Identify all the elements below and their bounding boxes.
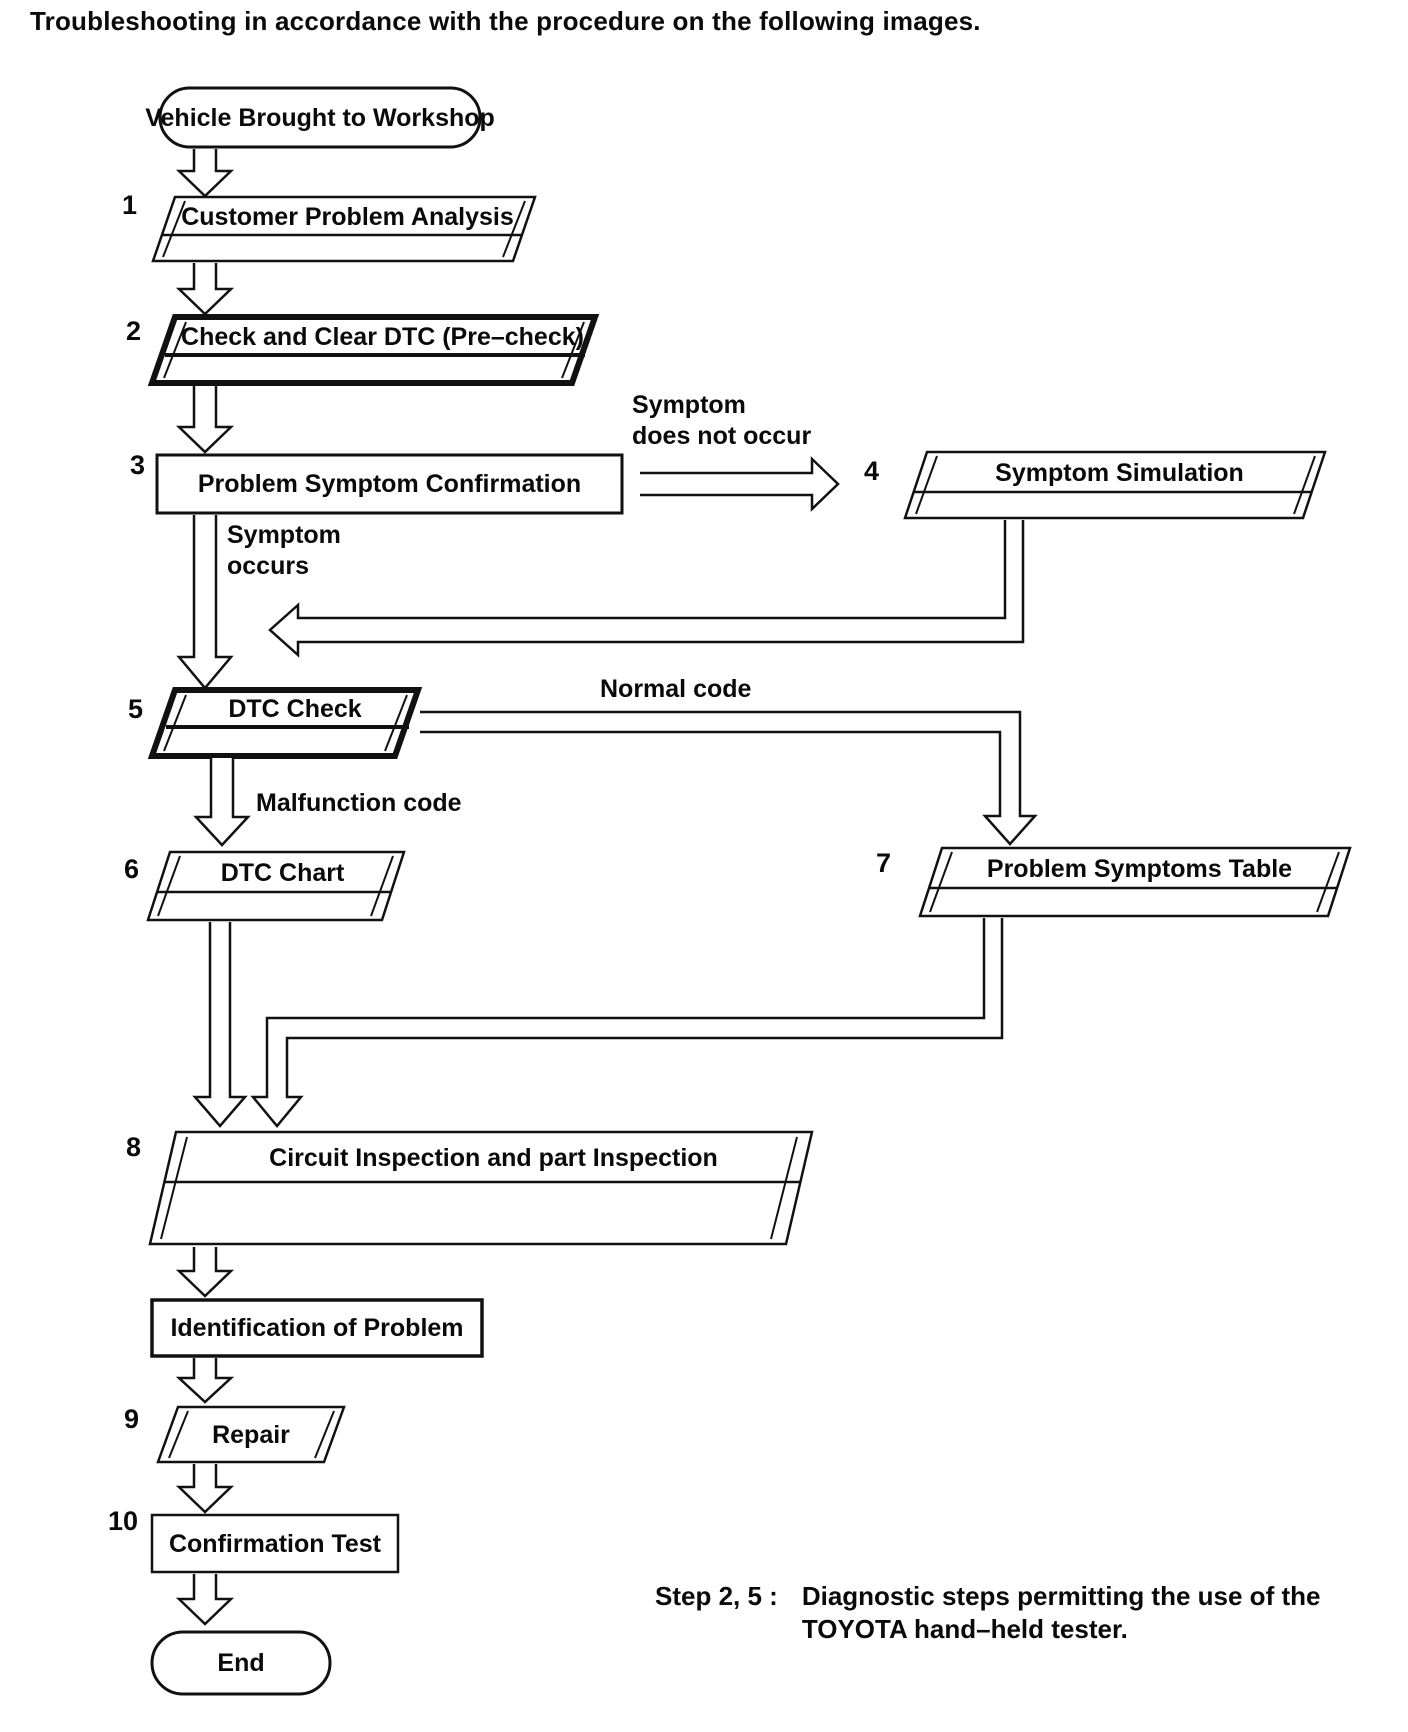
step-2-number: 2 [126,316,142,346]
step-6-number: 6 [124,854,140,884]
step-2-shape [147,314,600,386]
step-4-label: Symptom Simulation [995,459,1244,487]
step-8-shape [148,1130,814,1246]
step-9-shape [156,1405,346,1464]
page-title: Troubleshooting in accordance with the p… [30,6,981,36]
step-10-label: Confirmation Test [168,1529,382,1558]
arrow-1-to-2 [175,263,235,316]
arrow-10-to-end [175,1574,235,1626]
arrow-identification-to-9 [175,1358,235,1404]
arrow-5-to-7 [420,710,1038,846]
label-symptom-does-not-occur: Symptom does not occur [632,390,811,452]
step-4-number: 4 [864,456,880,486]
tester-note: Step 2, 5 : Diagnostic steps permitting … [655,1580,1320,1646]
step-3-label: Problem Symptom Confirmation [197,470,582,498]
label-symptom-occurs-line1: Symptom [227,521,341,549]
arrow-start-to-1 [175,149,235,198]
arrow-8-to-identification [175,1247,235,1298]
step-6-shape [146,850,406,922]
arrow-7-to-8 [250,918,1004,1128]
step-1-number: 1 [122,190,138,220]
label-symptom-occurs-line2: occurs [227,552,309,580]
identification-box [150,1298,484,1358]
start-terminator-label: Vehicle Brought to Workshop [145,103,495,132]
step-7-shape [918,846,1352,918]
step-3-shape [155,453,624,515]
step-10-shape [150,1513,400,1574]
arrow-3-to-5 [176,515,234,690]
arrow-4-return [268,520,1025,658]
tester-note-line1: Diagnostic steps permitting the use of t… [801,1581,1321,1611]
identification-label: Identification of Problem [170,1314,464,1342]
step-9-number: 9 [124,1404,140,1434]
step-7-number: 7 [876,848,892,878]
step-5-label: DTC Check [228,695,362,723]
arrow-3-to-4 [640,456,840,512]
end-terminator-shape [150,1630,332,1696]
label-symptom-occurs: Symptom occurs [227,520,341,582]
step-4-shape [903,450,1327,520]
step-8-number: 8 [126,1132,142,1162]
step-1-label: Customer Problem Analysis [181,203,514,231]
step-2-label: Check and Clear DTC (Pre–check) [181,323,584,351]
step-9-label: Repair [212,1420,290,1449]
arrow-9-to-10 [175,1464,235,1514]
step-10-number: 10 [108,1506,139,1536]
step-6-label: DTC Chart [220,858,345,887]
step-5-shape [147,687,423,759]
step-7-label: Problem Symptoms Table [986,854,1293,883]
step-3-number: 3 [130,450,146,480]
tester-note-line2: TOYOTA hand–held tester. [801,1614,1128,1644]
label-normal-code: Normal code [600,675,752,703]
end-terminator-label: End [217,1649,265,1677]
step-8-label: Circuit Inspection and part Inspection [269,1143,718,1172]
tester-note-prefix: Step 2, 5 : [655,1581,778,1611]
step-5-number: 5 [128,694,144,724]
tester-note-text: Diagnostic steps permitting the use of t… [802,1580,1321,1646]
label-symptom-does-not-occur-line1: Symptom [632,391,746,419]
arrow-5-to-6 [193,758,251,847]
label-malfunction-code: Malfunction code [256,789,462,817]
arrow-2-to-3 [175,386,235,454]
start-terminator-shape [158,86,482,149]
step-1-shape [151,195,537,263]
label-symptom-does-not-occur-line2: does not occur [632,422,812,450]
arrow-6-to-8 [192,922,248,1128]
